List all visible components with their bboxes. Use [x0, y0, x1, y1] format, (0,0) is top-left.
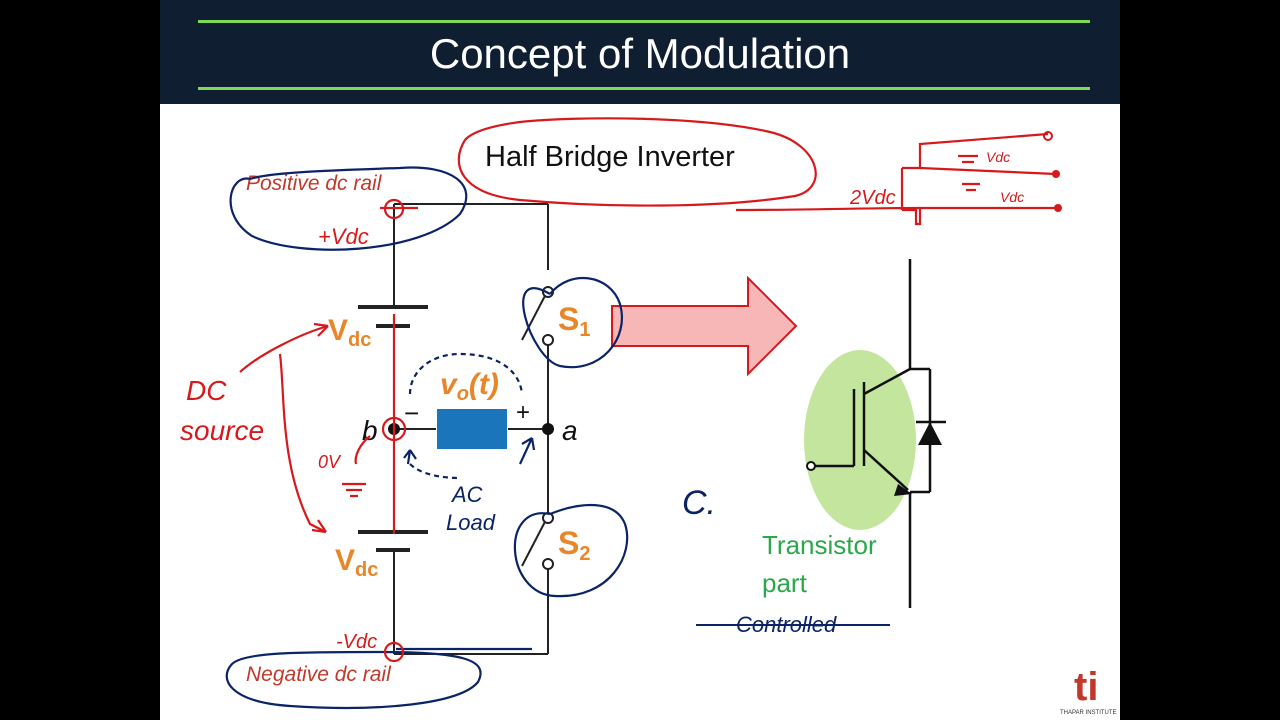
slide-title: Concept of Modulation	[429, 30, 851, 77]
title-rule-top	[198, 20, 1090, 23]
ac-annotation-line2: Load	[446, 510, 496, 535]
right-arrow-icon	[611, 275, 798, 377]
two-vdc-annotation: 2Vdc	[849, 187, 896, 209]
title-rule-bottom	[198, 87, 1090, 90]
institute-logo-caption: THAPAR INSTITUTE	[1060, 710, 1117, 716]
plus-vdc-annotation: +Vdc	[318, 224, 369, 249]
diode-triangle-icon	[918, 422, 942, 445]
emitter-arrow-icon	[894, 484, 912, 496]
red-ink-annotations	[239, 117, 1058, 663]
gate-terminal	[806, 461, 816, 471]
positive-rail-label: Positive dc rail	[246, 172, 383, 195]
minus-vdc-annotation: -Vdc	[336, 631, 377, 653]
vdc-bottom-label: Vdc	[335, 544, 378, 581]
vdc-annotation-a: Vdc	[986, 149, 1010, 165]
negative-rail-label: Negative dc rail	[246, 663, 392, 686]
circuit-diagram: b a − + vo(t) Vdc Vdc S1 S2 Half Bridge …	[180, 117, 1117, 716]
letter-c-annotation: C.	[682, 484, 716, 522]
load-plus-sign: +	[516, 399, 530, 426]
switch-s2-label: S2	[558, 525, 590, 565]
dc-annotation-line2: source	[180, 415, 264, 446]
transistor-highlight	[804, 350, 916, 530]
node-a-label: a	[562, 415, 578, 446]
node-a-dot	[542, 423, 554, 435]
zero-v-annotation: 0V	[318, 452, 342, 472]
switch-s2	[521, 512, 554, 570]
title-bar: Concept of Modulation	[160, 0, 1120, 104]
ac-annotation-line1: AC	[450, 482, 483, 507]
switch-s1-label: S1	[558, 301, 590, 341]
institute-logo: ti	[1074, 665, 1098, 709]
load-minus-sign: −	[404, 398, 419, 428]
ac-load-box	[437, 409, 507, 449]
vdc-top-label: Vdc	[328, 314, 371, 351]
switch-s1	[521, 286, 554, 346]
vo-label: vo(t)	[440, 368, 499, 405]
transistor-label-line2: part	[762, 568, 808, 598]
dc-annotation-line1: DC	[186, 375, 227, 406]
blue-ink-annotations	[225, 166, 629, 710]
half-bridge-title: Half Bridge Inverter	[485, 141, 735, 173]
transistor-label-line1: Transistor	[762, 530, 877, 560]
battery-bottom	[358, 530, 428, 552]
slide: Concept of Modulation	[160, 0, 1120, 720]
vdc-annotation-b: Vdc	[1000, 189, 1024, 205]
